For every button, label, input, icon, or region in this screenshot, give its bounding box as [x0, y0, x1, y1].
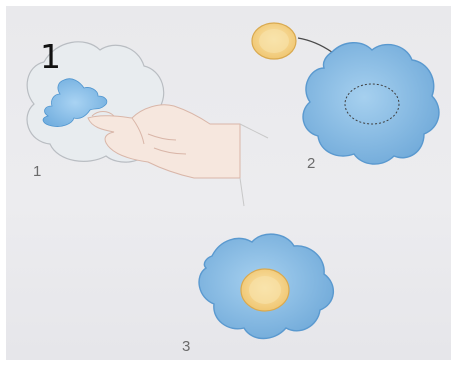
step-label-3: 3 — [182, 339, 190, 354]
illustration — [6, 6, 451, 360]
step-label-2: 2 — [307, 156, 315, 171]
step-label-1: 1 — [33, 164, 41, 179]
yellow-disc-center — [241, 269, 289, 311]
step-heading: 1 — [40, 40, 61, 73]
flower-large — [303, 43, 439, 164]
yellow-disc-top — [252, 23, 296, 59]
paper-sheet — [6, 6, 451, 360]
